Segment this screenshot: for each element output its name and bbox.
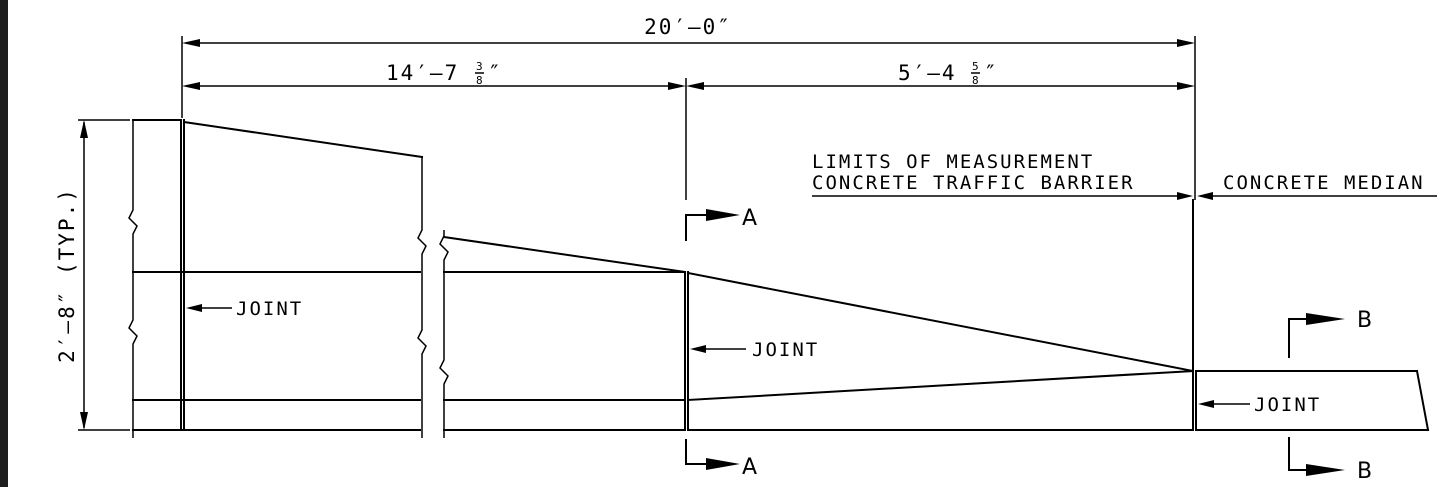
concrete-median-note: CONCRETE MEDIAN — [1197, 172, 1437, 200]
median-section — [1195, 369, 1430, 432]
right-dimension-fraction-den: 8 — [972, 74, 981, 87]
section-a-marker-bottom: A — [685, 439, 757, 480]
svg-text:″: ″ — [488, 61, 503, 85]
right-dimension-fraction-num: 5 — [972, 60, 981, 73]
joint-callout-3: JOINT — [1198, 394, 1321, 416]
left-dimension: 14′–7 3 8 ″ — [182, 60, 687, 200]
height-dimension-label: 2′–8″ (TYP.) — [55, 187, 79, 363]
section-a-marker-top: A — [685, 206, 757, 241]
section-a-label-top: A — [742, 206, 757, 231]
section-b-label-bottom: B — [1357, 459, 1372, 484]
joint-callout-1: JOINT — [186, 298, 303, 320]
break-line-middle-2 — [439, 230, 449, 438]
joint-label-2: JOINT — [752, 339, 819, 361]
svg-text:″: ″ — [984, 61, 999, 85]
left-dimension-fraction-den: 8 — [476, 74, 485, 87]
joint-label-3: JOINT — [1254, 394, 1321, 416]
overall-dimension: 20′–0″ — [181, 15, 1196, 200]
section-a-label-bottom: A — [742, 455, 757, 480]
barrier-transition-section — [686, 199, 1197, 431]
joint-callout-2: JOINT — [690, 339, 819, 361]
section-b-label-top: B — [1357, 308, 1372, 333]
section-b-marker-bottom: B — [1288, 437, 1372, 484]
left-edge-bar — [0, 0, 8, 487]
left-dimension-fraction-num: 3 — [476, 60, 485, 73]
overall-dimension-label: 20′–0″ — [644, 15, 732, 39]
barrier-section-1 — [132, 119, 424, 431]
left-dimension-label: 14′–7 — [386, 61, 459, 85]
right-dimension-label: 5′–4 — [898, 61, 957, 85]
break-line-middle-1 — [417, 157, 427, 438]
joint-label-1: JOINT — [236, 298, 303, 320]
limits-of-measurement-note: LIMITS OF MEASUREMENT CONCRETE TRAFFIC B… — [812, 151, 1193, 200]
break-line-left — [128, 120, 138, 438]
height-dimension: 2′–8″ (TYP.) — [55, 119, 130, 431]
barrier-section-2 — [442, 235, 689, 431]
section-b-marker-top: B — [1288, 308, 1372, 358]
limits-line-2: CONCRETE TRAFFIC BARRIER — [812, 172, 1135, 194]
limits-line-1: LIMITS OF MEASUREMENT — [812, 151, 1094, 173]
right-dimension: 5′–4 5 8 ″ — [686, 60, 1195, 90]
concrete-median-label: CONCRETE MEDIAN — [1223, 172, 1425, 194]
